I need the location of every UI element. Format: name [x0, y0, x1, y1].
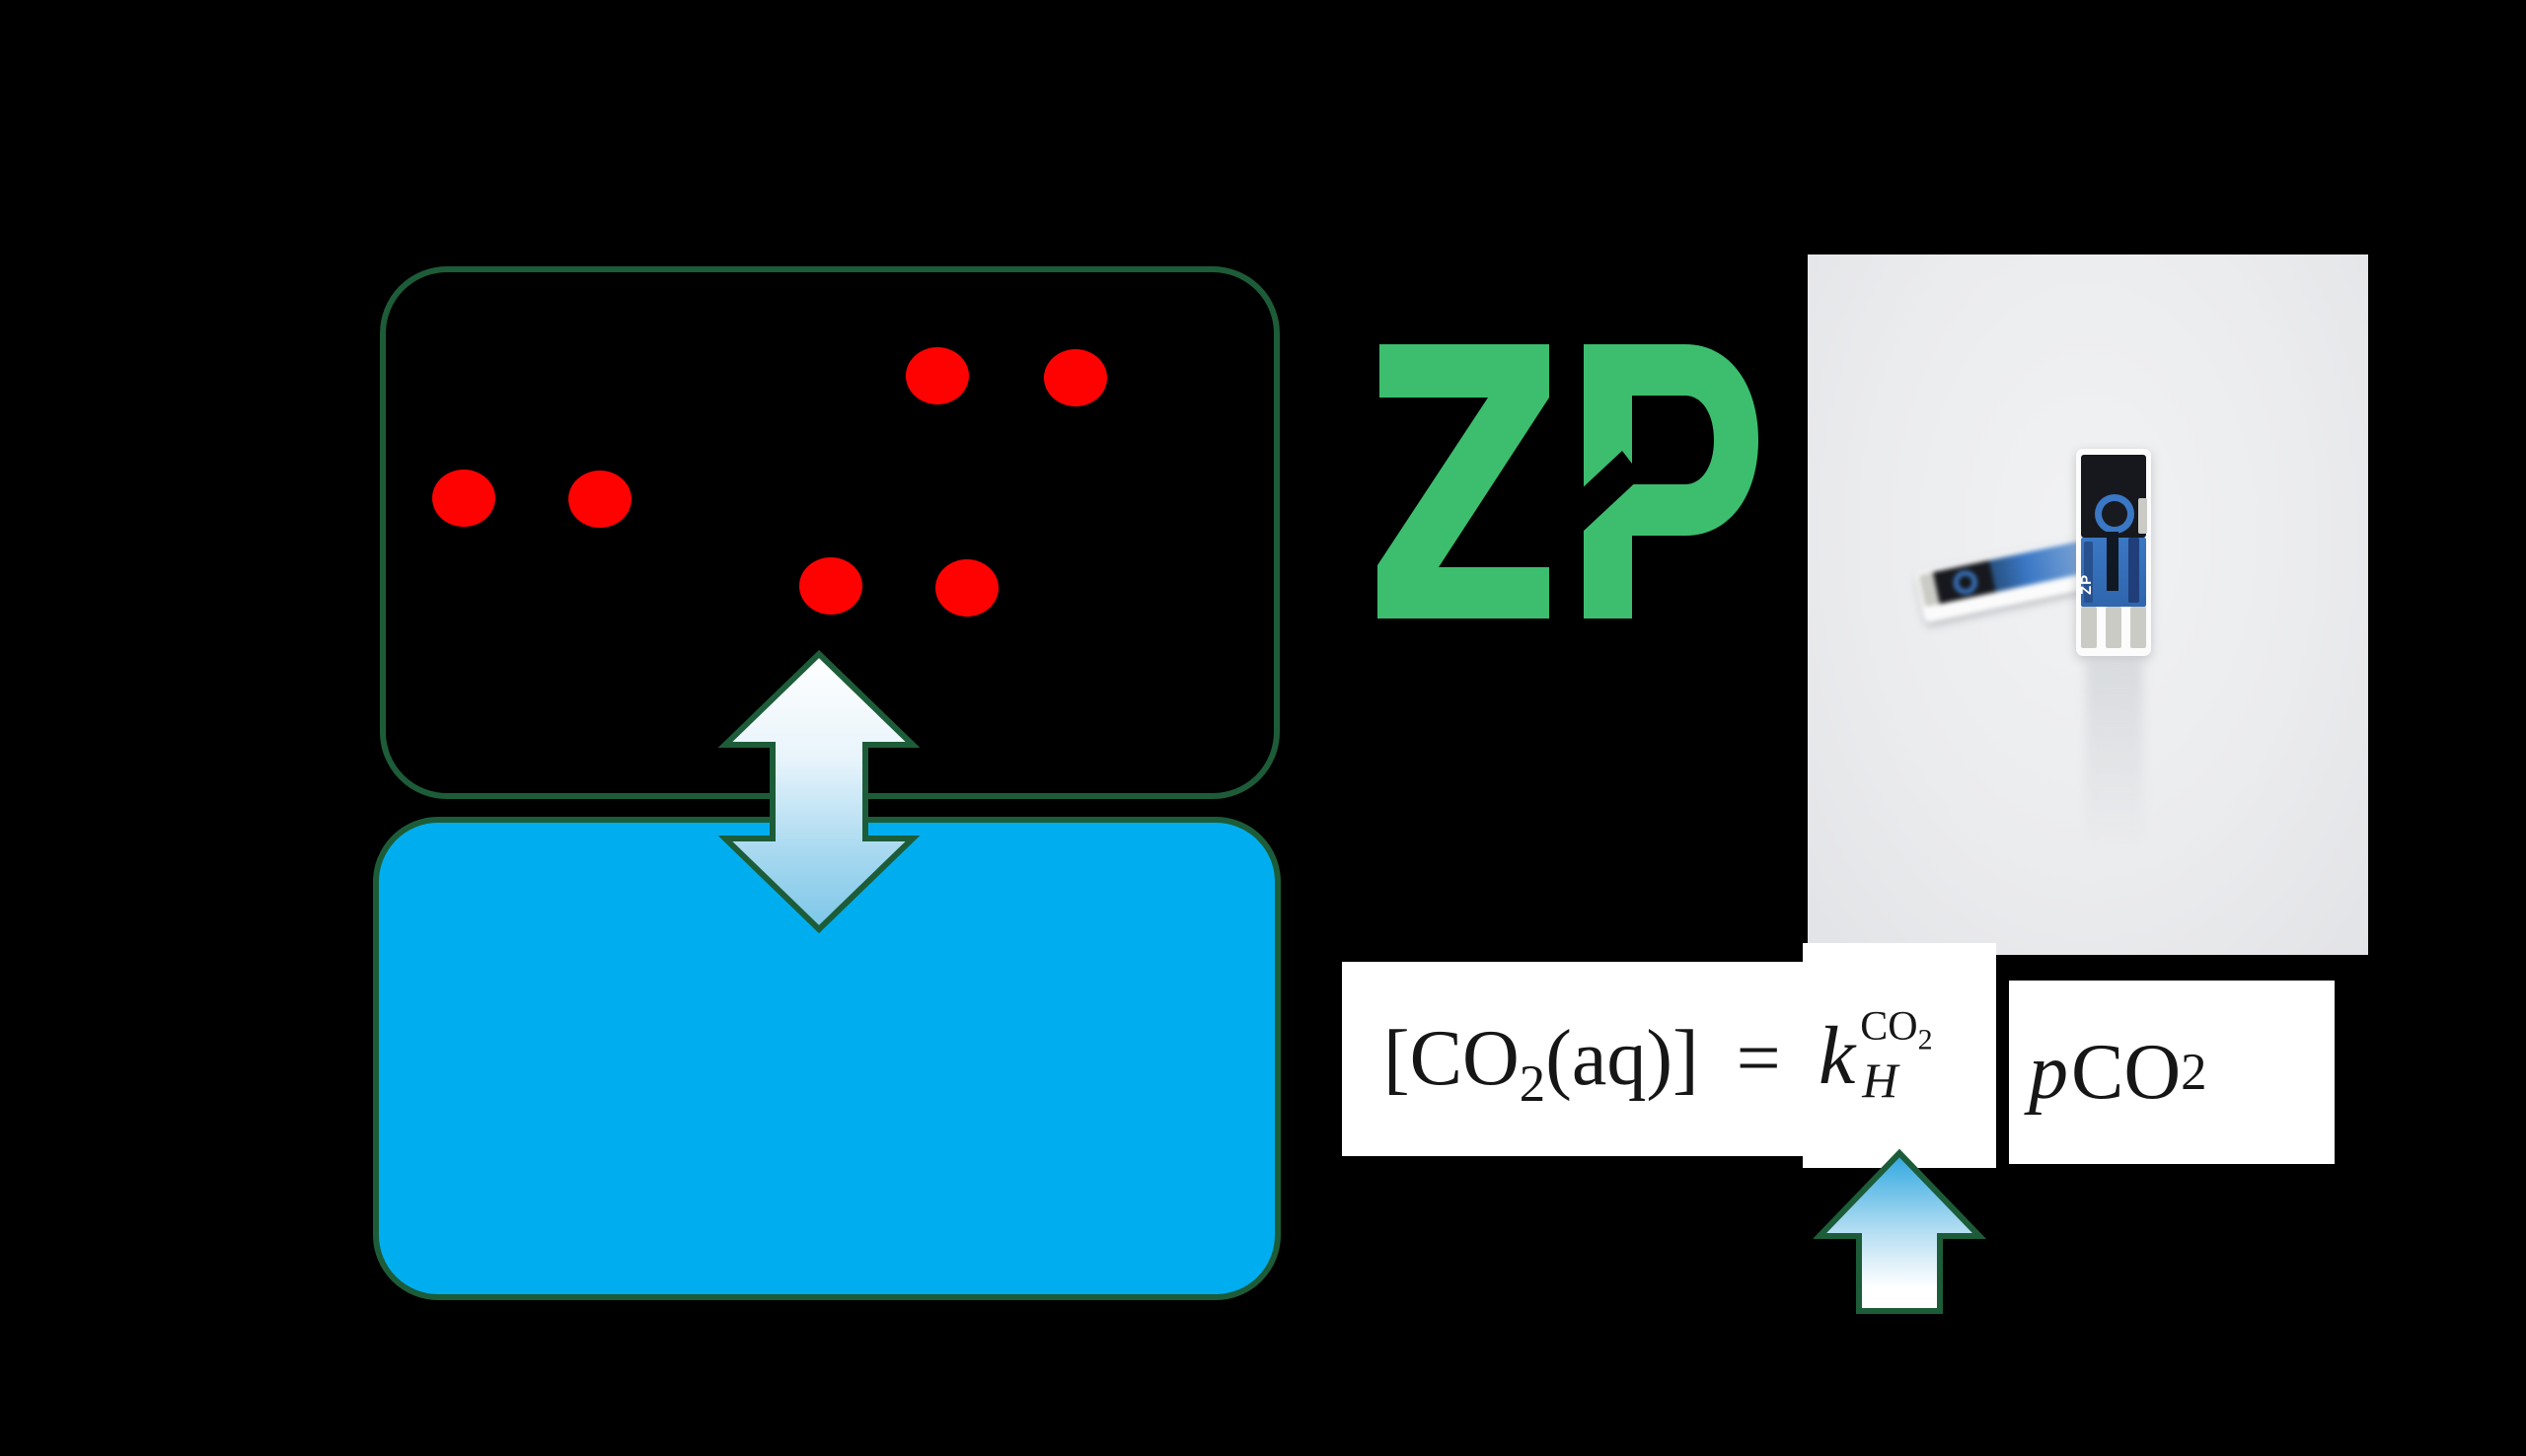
- co2-molecule-dot: [799, 557, 862, 615]
- zp-logo-graphic: [1377, 344, 1758, 619]
- equation-lhs: [CO2(aq)]: [1383, 1015, 1699, 1113]
- strip-electrode-circle: [2095, 494, 2134, 534]
- strip-trace: [2128, 538, 2139, 603]
- strip-contact-pad: [2130, 607, 2146, 648]
- henry-constant-subscript: H: [1862, 1053, 1898, 1108]
- strip-electrode-area: [2081, 455, 2147, 538]
- co2-molecule-dot: [568, 471, 632, 528]
- henry-constant-box: k CO2 H: [1803, 943, 1996, 1168]
- strip-electrode-core: [1957, 574, 1974, 591]
- gas-liquid-exchange-arrow-icon: [717, 649, 921, 934]
- pco2-p: p: [2029, 1028, 2068, 1116]
- co2-molecule-dot: [1044, 349, 1107, 406]
- strip-trace: [2107, 532, 2118, 591]
- pco2-main: CO: [2071, 1028, 2182, 1116]
- co2-molecule-dot: [906, 347, 969, 404]
- co2-molecule-dot: [935, 559, 999, 617]
- strip-electrode-circle: [1951, 568, 1980, 597]
- henry-constant-scripts: CO2 H: [1860, 1006, 1932, 1105]
- zp-logo: ZP: [1374, 338, 1758, 624]
- strip-trace: [2084, 542, 2093, 603]
- strip-electrode-area: [1932, 559, 1996, 605]
- henry-constant-k: k: [1819, 1009, 1856, 1102]
- letter-z-path: [1377, 344, 1549, 619]
- strip-contact-pads: [2076, 607, 2151, 648]
- standing-sensor-strip: ZP: [2076, 449, 2151, 656]
- strip-side-pad: [2138, 498, 2147, 534]
- henry-constant-superscript: CO2: [1860, 1004, 1933, 1056]
- strip-electrode-core: [2102, 501, 2127, 527]
- co2-molecule-dot: [432, 470, 495, 527]
- equals-sign: =: [1736, 1015, 1781, 1102]
- henry-constant-arrow-icon: [1814, 1148, 1986, 1314]
- letter-p-path: [1584, 344, 1758, 619]
- strip-zp-label: ZP: [2078, 573, 2095, 595]
- letter-p-cut: [1563, 451, 1642, 532]
- sensor-product-photo: ZP: [1808, 255, 2368, 955]
- strip-contact-pad: [2106, 607, 2121, 648]
- equation-lhs-box: [CO2(aq)] =: [1342, 962, 1806, 1156]
- strip-reflection: [2086, 661, 2143, 912]
- strip-contact-pad: [2081, 607, 2097, 648]
